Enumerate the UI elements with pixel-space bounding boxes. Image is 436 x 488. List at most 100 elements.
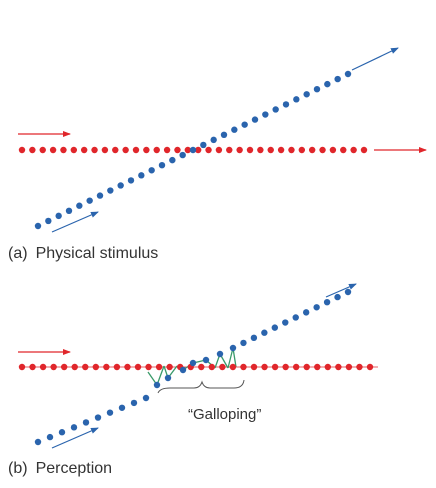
blue-dot: [323, 298, 331, 306]
red-dot: [366, 363, 374, 371]
red-dot: [292, 363, 300, 371]
blue-dot: [96, 192, 104, 199]
red-dot: [112, 146, 119, 154]
red-dot: [166, 363, 173, 371]
blue-dot: [210, 136, 217, 144]
red-dot: [303, 363, 310, 371]
panel-perception: “Galloping”: [18, 283, 378, 449]
red-dot: [360, 146, 368, 154]
red-dot: [153, 146, 160, 154]
red-dot: [70, 146, 78, 154]
blue-dot: [76, 202, 83, 209]
red-dot: [124, 363, 131, 371]
blue-dot: [334, 293, 341, 301]
red-dot: [250, 363, 258, 371]
red-dot: [308, 146, 316, 154]
blue-dot: [202, 356, 210, 364]
red-dot: [60, 363, 68, 371]
blue-dot: [261, 329, 268, 336]
red-dot: [319, 146, 326, 154]
blue-dot: [138, 172, 145, 179]
red-dot: [174, 146, 181, 154]
blue-dot: [313, 304, 320, 311]
blue-motion-arrow-top: [325, 283, 357, 298]
blue-dot: [117, 182, 124, 189]
red-dot: [92, 363, 100, 371]
panel-physical-stimulus: [18, 47, 427, 233]
red-dot: [314, 363, 321, 371]
red-dot: [298, 146, 306, 154]
red-dot-row: [18, 363, 374, 371]
blue-dot: [293, 96, 300, 103]
blue-dot: [86, 197, 93, 204]
red-dot: [155, 363, 163, 371]
blue-dot: [164, 374, 172, 382]
red-dot: [236, 146, 243, 154]
caption-a-label: (a): [8, 245, 28, 262]
red-dot: [82, 363, 89, 371]
caption-b-text: Perception: [35, 460, 113, 477]
caption-a-text: Physical stimulus: [35, 245, 159, 262]
blue-dot: [118, 404, 126, 411]
blue-dot: [34, 438, 42, 446]
blue-dot: [169, 156, 176, 164]
red-dot: [122, 146, 129, 154]
galloping-segment: [227, 347, 234, 369]
blue-dot: [106, 409, 114, 416]
blue-dot: [153, 381, 161, 389]
red-dot: [91, 146, 98, 154]
red-dot: [39, 363, 47, 371]
galloping-segment: [232, 347, 237, 368]
red-dot: [132, 146, 140, 154]
blue-motion-arrow-bottom: [51, 211, 99, 233]
blue-dot: [303, 91, 310, 98]
red-dot: [229, 363, 237, 371]
blue-dot: [272, 106, 279, 113]
blue-dot: [179, 151, 186, 159]
red-dot: [282, 363, 289, 371]
red-dot: [267, 146, 274, 154]
blue-dot: [200, 141, 207, 149]
blue-dot: [46, 433, 54, 441]
blue-dot: [127, 177, 135, 184]
blue-motion-arrow-top: [351, 47, 399, 71]
red-dot: [49, 146, 57, 154]
red-dot-row: [18, 146, 368, 154]
blue-dot: [107, 187, 114, 194]
galloping-label: “Galloping”: [188, 406, 261, 423]
blue-dot: [313, 86, 321, 93]
red-dot: [29, 146, 36, 154]
galloping-segment: [156, 365, 165, 386]
red-dot: [18, 146, 26, 154]
caption-physical-stimulus: (a) Physical stimulus: [8, 245, 158, 263]
blue-dot: [82, 419, 90, 426]
red-dot: [194, 146, 202, 154]
red-dot: [329, 146, 337, 154]
blue-dot: [262, 111, 269, 118]
blue-dot: [58, 429, 66, 436]
blue-dot: [45, 217, 52, 225]
red-dot: [324, 363, 332, 371]
red-dot: [288, 146, 295, 154]
red-dot: [215, 146, 223, 154]
red-dot: [60, 146, 67, 154]
blue-dot: [271, 324, 279, 331]
blue-dot: [282, 319, 289, 326]
red-dot: [335, 363, 342, 371]
blue-dot: [250, 334, 258, 342]
red-dot: [340, 146, 347, 154]
blue-dot: [251, 116, 259, 123]
red-dot: [163, 146, 171, 154]
red-dot: [356, 363, 363, 371]
blue-dot: [282, 101, 290, 108]
red-dot: [345, 363, 353, 371]
blue-dot: [241, 121, 248, 128]
red-dot: [184, 146, 192, 154]
red-dot: [261, 363, 268, 371]
red-dot: [18, 363, 26, 371]
blue-dot: [344, 70, 352, 78]
red-dot: [205, 146, 212, 154]
blue-motion-arrow-bottom: [51, 427, 99, 449]
blue-dot: [324, 80, 331, 88]
